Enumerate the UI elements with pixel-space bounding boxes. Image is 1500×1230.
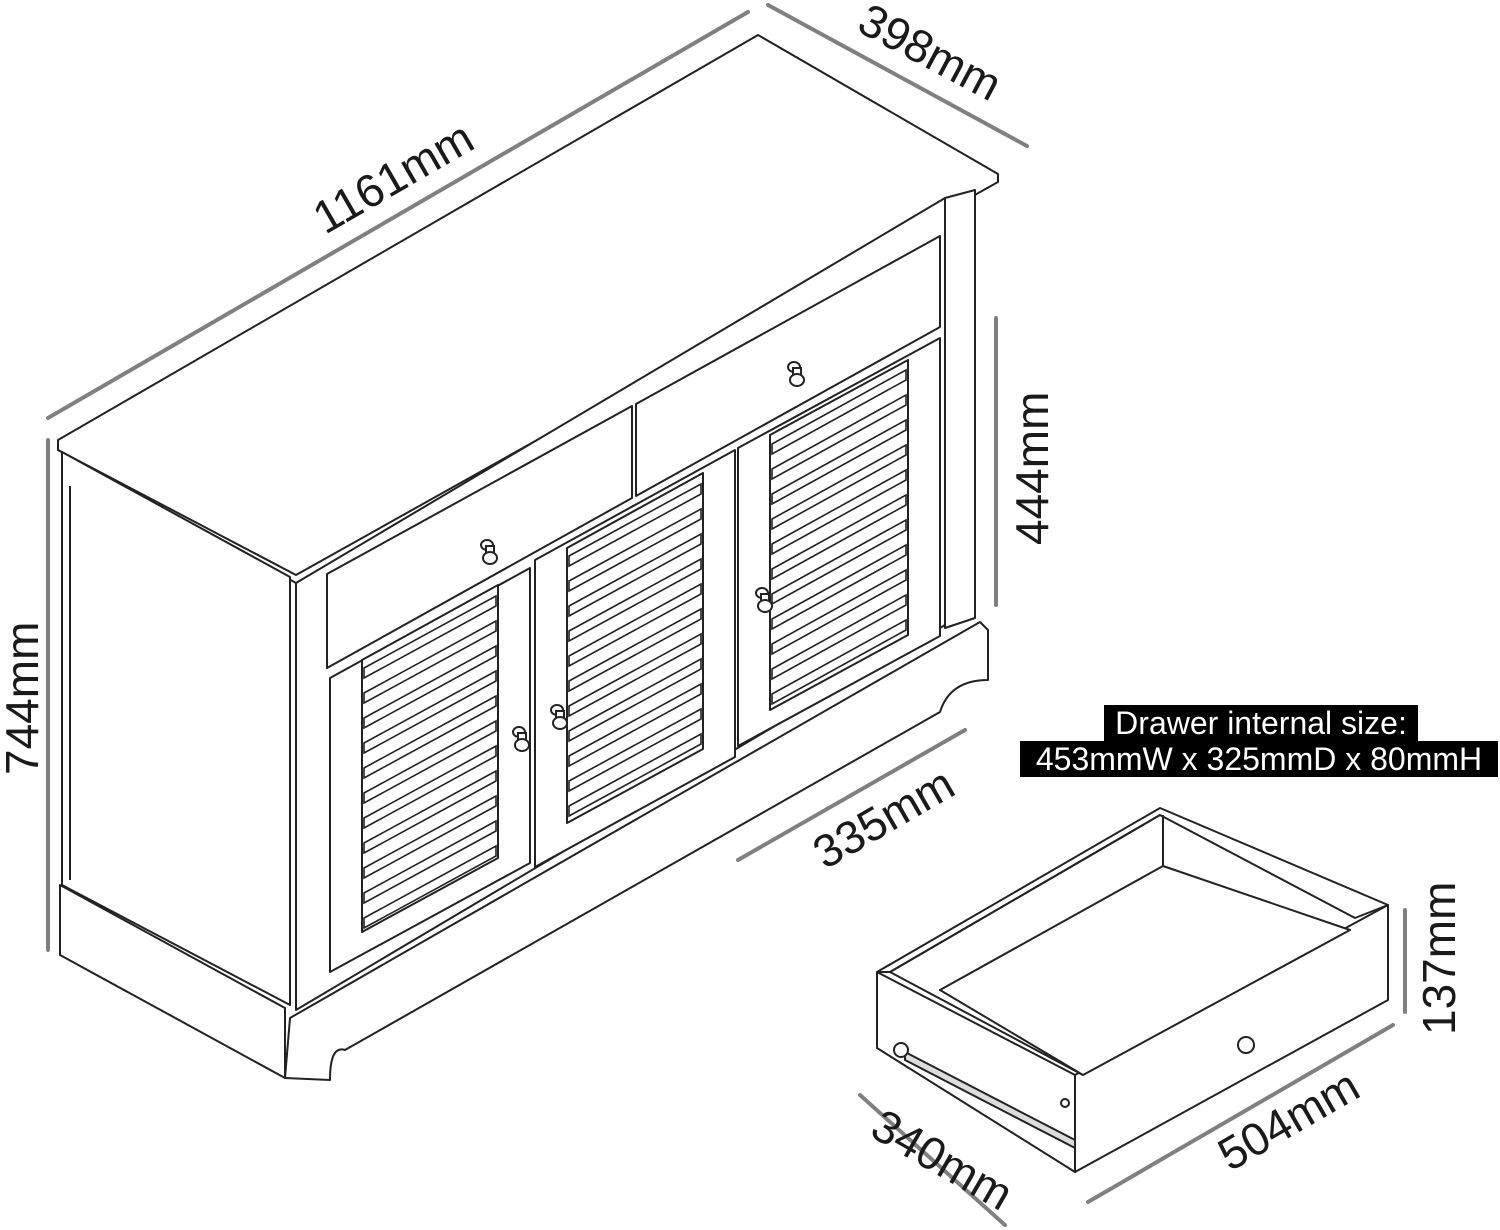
- louvre-slat: [771, 393, 907, 481]
- depth-dimension-line: [766, 3, 1029, 148]
- louvre-slat: [771, 443, 907, 531]
- louvre-slat: [363, 769, 497, 855]
- louvre-slat: [568, 707, 702, 793]
- louvre-slat: [771, 468, 907, 556]
- louvre-slat: [363, 794, 497, 880]
- louvre-slat: [771, 493, 907, 581]
- louvre-slat: [363, 669, 497, 755]
- louvre-slat: [568, 632, 702, 718]
- louvre-slat: [363, 719, 497, 805]
- width-dimension-line: [46, 10, 750, 420]
- louvre-slat: [363, 744, 497, 830]
- drawer-internal-size-note: Drawer internal size:: [1104, 705, 1418, 741]
- middle-door-panel: [566, 472, 704, 824]
- knob: [512, 726, 530, 752]
- louvre-slat: [568, 582, 702, 668]
- drawer-detail: [876, 807, 1389, 1173]
- drawer-width-dimension-line: [1086, 1023, 1395, 1204]
- drawer-height-label: 137mm: [1413, 882, 1465, 1035]
- drawer-inner-left-edge: [889, 971, 1084, 1076]
- drawer-inner-back-edge: [889, 814, 1161, 973]
- knob: [755, 587, 773, 613]
- louvre-slat: [771, 518, 907, 606]
- louvre-slat: [771, 543, 907, 631]
- drawer-runner: [904, 1051, 1076, 1149]
- note-line-1: Drawer internal size:: [1115, 705, 1407, 741]
- louvre-slat: [568, 482, 702, 568]
- knob: [550, 704, 568, 730]
- louvre-slat: [363, 644, 497, 730]
- drawer-screw: [1060, 1098, 1070, 1108]
- louvre-slat: [568, 732, 702, 818]
- door-louvres: [363, 368, 907, 930]
- louvre-slat: [771, 418, 907, 506]
- runner-wheel: [893, 1042, 909, 1058]
- sideboard: [57, 34, 999, 1081]
- louvre-slat: [568, 507, 702, 593]
- plinth-front: [284, 621, 989, 1081]
- drawer-depth-dimension-line: [858, 1093, 1007, 1227]
- louvre-slat: [771, 593, 907, 681]
- louvre-slat: [771, 368, 907, 456]
- interior-height-label: 444mm: [1006, 392, 1058, 545]
- note-line-2: 453mmW x 325mmD x 80mmH: [1035, 741, 1483, 777]
- knob: [480, 539, 498, 565]
- louvre-slat: [363, 819, 497, 905]
- dimension-lines: [46, 3, 1407, 1227]
- louvre-slat: [568, 532, 702, 618]
- cabinet-left-side: [61, 451, 291, 1006]
- knob: [787, 361, 805, 387]
- louvre-slat: [363, 694, 497, 780]
- cabinet-knobs: [480, 361, 805, 752]
- cabinet-right-side: [944, 189, 976, 629]
- louvre-slat: [568, 657, 702, 743]
- left-drawer-front: [326, 405, 633, 669]
- louvre-slat: [568, 607, 702, 693]
- interior-depth-dimension-line: [736, 728, 967, 862]
- left-door-panel: [361, 584, 499, 933]
- drawer-internal-size-values: 453mmW x 325mmD x 80mmH: [1020, 741, 1498, 777]
- drawer-knob: [1237, 1036, 1255, 1054]
- louvre-slat: [568, 557, 702, 643]
- louvre-slat: [771, 568, 907, 656]
- louvre-slat: [363, 844, 497, 930]
- louvre-slat: [771, 618, 907, 706]
- louvre-slat: [363, 619, 497, 705]
- louvre-slat: [568, 682, 702, 768]
- height-label: 744mm: [0, 622, 48, 775]
- louvre-slat: [363, 594, 497, 680]
- drawer-floor: [939, 865, 1351, 1076]
